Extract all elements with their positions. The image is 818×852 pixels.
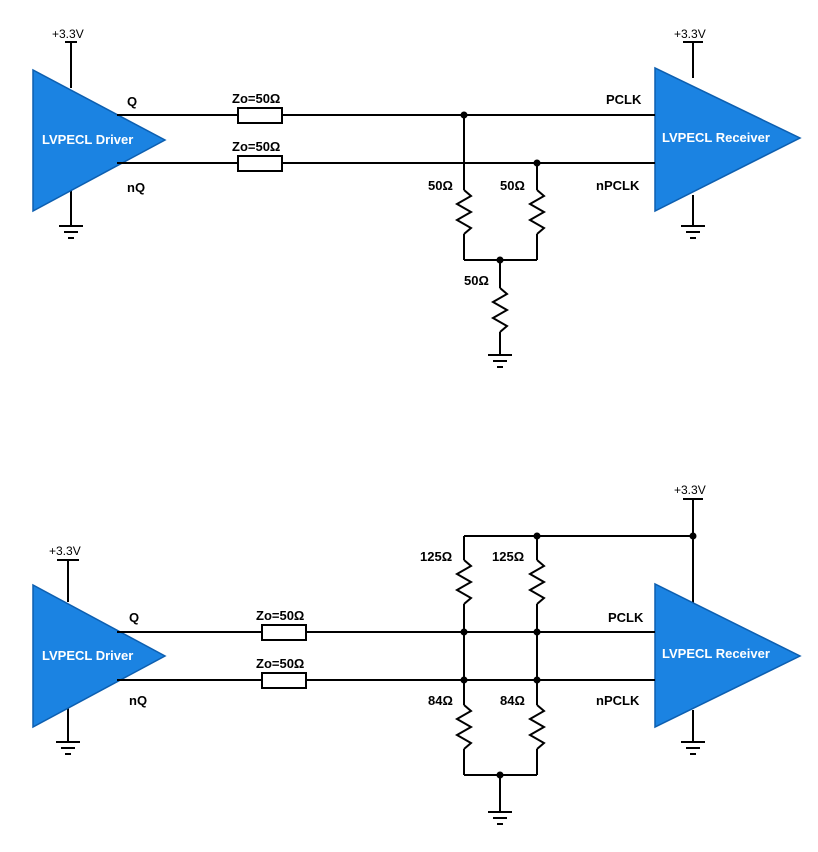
- r-pulldown-pos-label: 84Ω: [428, 693, 453, 708]
- junction-dot: [496, 256, 504, 264]
- bottom-circuit: +3.3V LVPECL Driver Q nQ +3.3V: [32, 483, 802, 825]
- tline-q-icon: [261, 624, 307, 641]
- ground-icon: [681, 741, 705, 755]
- r-pullup-pos-label: 125Ω: [420, 549, 452, 564]
- tline-q-label: Zo=50Ω: [256, 608, 304, 623]
- tline-nq-label: Zo=50Ω: [232, 139, 280, 154]
- junction-dot: [689, 532, 697, 540]
- driver-nq-label: nQ: [127, 180, 145, 195]
- r-neg-label: 50Ω: [500, 178, 525, 193]
- junction-dot: [460, 111, 468, 119]
- resistor-icon: [454, 559, 474, 605]
- supply-label: +3.3V: [49, 544, 81, 558]
- tline-q-icon: [237, 107, 283, 124]
- supply-label: +3.3V: [674, 27, 706, 41]
- resistor-icon: [527, 559, 547, 605]
- top-circuit: +3.3V LVPECL Driver Q nQ +3.3V: [32, 27, 802, 368]
- r-common-label: 50Ω: [464, 273, 489, 288]
- r-pullup-neg-label: 125Ω: [492, 549, 524, 564]
- top-driver: +3.3V LVPECL Driver Q nQ: [32, 27, 167, 239]
- junction-dot: [496, 771, 504, 779]
- junction-dot: [533, 532, 541, 540]
- supply-label: +3.3V: [674, 483, 706, 497]
- tline-nq-icon: [261, 672, 307, 689]
- resistor-icon: [454, 189, 474, 235]
- bottom-receiver: +3.3V LVPECL Receiver PCLK nPCLK: [596, 483, 802, 755]
- receiver-label: LVPECL Receiver: [662, 646, 770, 661]
- driver-nq-label: nQ: [129, 693, 147, 708]
- supply-label: +3.3V: [52, 27, 84, 41]
- receiver-pclk-label: PCLK: [608, 610, 644, 625]
- junction-dot: [460, 676, 468, 684]
- resistor-icon: [490, 287, 510, 333]
- receiver-triangle-icon: [654, 66, 802, 213]
- resistor-icon: [527, 704, 547, 750]
- resistor-icon: [527, 189, 547, 235]
- driver-triangle-icon: [32, 583, 167, 729]
- driver-q-label: Q: [129, 610, 139, 625]
- junction-dot: [533, 676, 541, 684]
- junction-dot: [460, 628, 468, 636]
- r-pos-label: 50Ω: [428, 178, 453, 193]
- driver-triangle-icon: [32, 68, 167, 213]
- driver-label: LVPECL Driver: [42, 132, 133, 147]
- r-pulldown-neg-label: 84Ω: [500, 693, 525, 708]
- junction-dot: [533, 159, 541, 167]
- bottom-termination: 125Ω 125Ω 84Ω 84Ω: [420, 532, 697, 825]
- tline-q-label: Zo=50Ω: [232, 91, 280, 106]
- ground-icon: [59, 225, 83, 239]
- receiver-label: LVPECL Receiver: [662, 130, 770, 145]
- receiver-triangle-icon: [654, 582, 802, 729]
- resistor-icon: [454, 704, 474, 750]
- bottom-driver: +3.3V LVPECL Driver Q nQ: [32, 544, 167, 755]
- tline-nq-icon: [237, 155, 283, 172]
- receiver-npclk-label: nPCLK: [596, 178, 640, 193]
- ground-icon: [488, 354, 512, 368]
- driver-q-label: Q: [127, 94, 137, 109]
- driver-label: LVPECL Driver: [42, 648, 133, 663]
- ground-icon: [488, 811, 512, 825]
- ground-icon: [681, 225, 705, 239]
- tline-nq-label: Zo=50Ω: [256, 656, 304, 671]
- receiver-pclk-label: PCLK: [606, 92, 642, 107]
- ground-icon: [56, 741, 80, 755]
- junction-dot: [533, 628, 541, 636]
- top-receiver: +3.3V LVPECL Receiver PCLK nPCLK: [596, 27, 802, 239]
- receiver-npclk-label: nPCLK: [596, 693, 640, 708]
- top-termination: 50Ω 50Ω 50Ω: [428, 111, 547, 368]
